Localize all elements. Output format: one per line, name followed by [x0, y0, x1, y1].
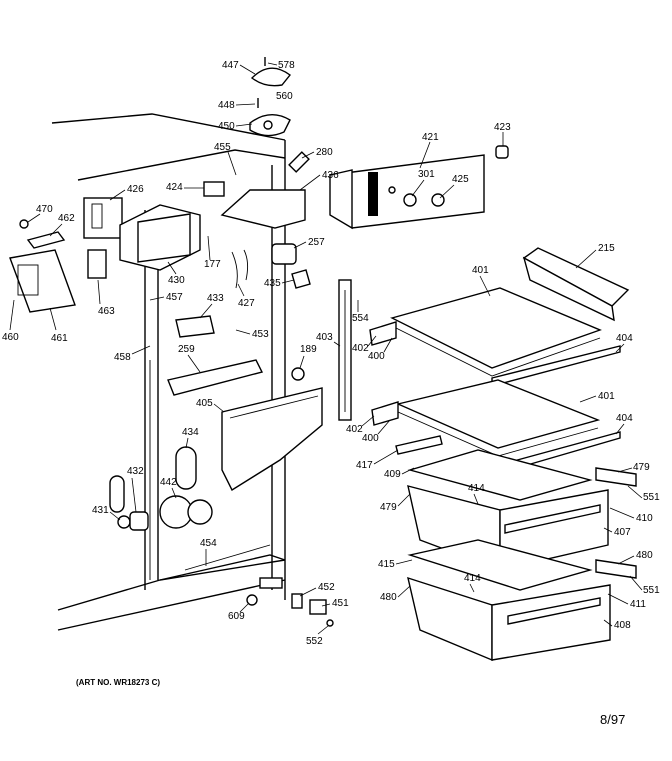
- callout-430: 430: [168, 275, 185, 286]
- callout-552: 552: [306, 636, 323, 647]
- callout-436: 436: [322, 170, 339, 181]
- callout-447: 447: [222, 60, 239, 71]
- callout-551b: 551: [643, 585, 660, 596]
- upper-shelf: [369, 287, 621, 387]
- callout-431: 431: [92, 505, 109, 516]
- callout-461: 461: [51, 333, 68, 344]
- callout-189: 189: [300, 344, 317, 355]
- dispenser-panel: [329, 145, 509, 230]
- callout-257: 257: [308, 237, 325, 248]
- callout-578: 578: [278, 60, 295, 71]
- revision-date: 8/97: [600, 712, 626, 727]
- callout-554: 554: [352, 313, 369, 324]
- callout-403: 403: [316, 332, 333, 343]
- left-side-parts: [9, 181, 264, 606]
- callout-442: 442: [160, 477, 177, 488]
- callout-410: 410: [636, 513, 653, 524]
- callout-551a: 551: [643, 492, 660, 503]
- callout-215: 215: [598, 243, 615, 254]
- callout-301: 301: [418, 169, 435, 180]
- callout-427: 427: [238, 298, 255, 309]
- callout-435: 435: [264, 278, 281, 289]
- callout-402a: 402: [352, 343, 369, 354]
- callout-259: 259: [178, 344, 195, 355]
- callout-404a: 404: [616, 333, 633, 344]
- control-knob-assembly: [249, 57, 291, 137]
- callout-451: 451: [332, 598, 349, 609]
- middle-shelf: [371, 379, 621, 471]
- callout-560: 560: [276, 91, 293, 102]
- callout-450: 450: [218, 121, 235, 132]
- callout-402b: 402: [346, 424, 363, 435]
- callout-408: 408: [614, 620, 631, 631]
- center-parts: [220, 151, 334, 627]
- callout-458: 458: [114, 352, 131, 363]
- lower-crisper-drawer: [407, 539, 637, 662]
- callout-480b: 480: [380, 592, 397, 603]
- callout-457: 457: [166, 292, 183, 303]
- callout-433: 433: [207, 293, 224, 304]
- callout-479b: 479: [380, 502, 397, 513]
- callout-411: 411: [630, 599, 646, 610]
- callout-609: 609: [228, 611, 245, 622]
- callout-280: 280: [316, 147, 333, 158]
- callout-480a: 480: [636, 550, 653, 561]
- art-number-caption: (ART NO. WR18273 C): [76, 678, 161, 687]
- callout-463: 463: [98, 306, 115, 317]
- callout-417: 417: [356, 460, 373, 471]
- callout-401a: 401: [472, 265, 489, 276]
- callout-400a: 400: [368, 351, 385, 362]
- callout-454: 454: [200, 538, 217, 549]
- callout-423: 423: [494, 122, 511, 133]
- callout-400b: 400: [362, 433, 379, 444]
- callout-448: 448: [218, 100, 235, 111]
- callout-405: 405: [196, 398, 213, 409]
- callout-432: 432: [127, 466, 144, 477]
- door-bin: [522, 247, 630, 322]
- callout-409: 409: [384, 469, 401, 480]
- callout-453: 453: [252, 329, 269, 340]
- callout-415: 415: [378, 559, 395, 570]
- callout-404b: 404: [616, 413, 633, 424]
- callout-434: 434: [182, 427, 199, 438]
- callout-425: 425: [452, 174, 469, 185]
- callout-479a: 479: [633, 462, 650, 473]
- shelf-rail: [338, 279, 352, 421]
- callout-424: 424: [166, 182, 183, 193]
- callout-177: 177: [204, 259, 221, 270]
- callout-414b: 414: [464, 573, 481, 584]
- callout-452: 452: [318, 582, 335, 593]
- callout-455: 455: [214, 142, 231, 153]
- callout-407: 407: [614, 527, 631, 538]
- callout-426: 426: [127, 184, 144, 195]
- callout-460: 460: [2, 332, 19, 343]
- callout-414a: 414: [468, 483, 485, 494]
- callout-401b: 401: [598, 391, 615, 402]
- callout-470: 470: [36, 204, 53, 215]
- callout-462: 462: [58, 213, 75, 224]
- callout-421: 421: [422, 132, 439, 143]
- callout-labels: 447 578 448 560 450 455 280 421 423 436 …: [2, 60, 660, 647]
